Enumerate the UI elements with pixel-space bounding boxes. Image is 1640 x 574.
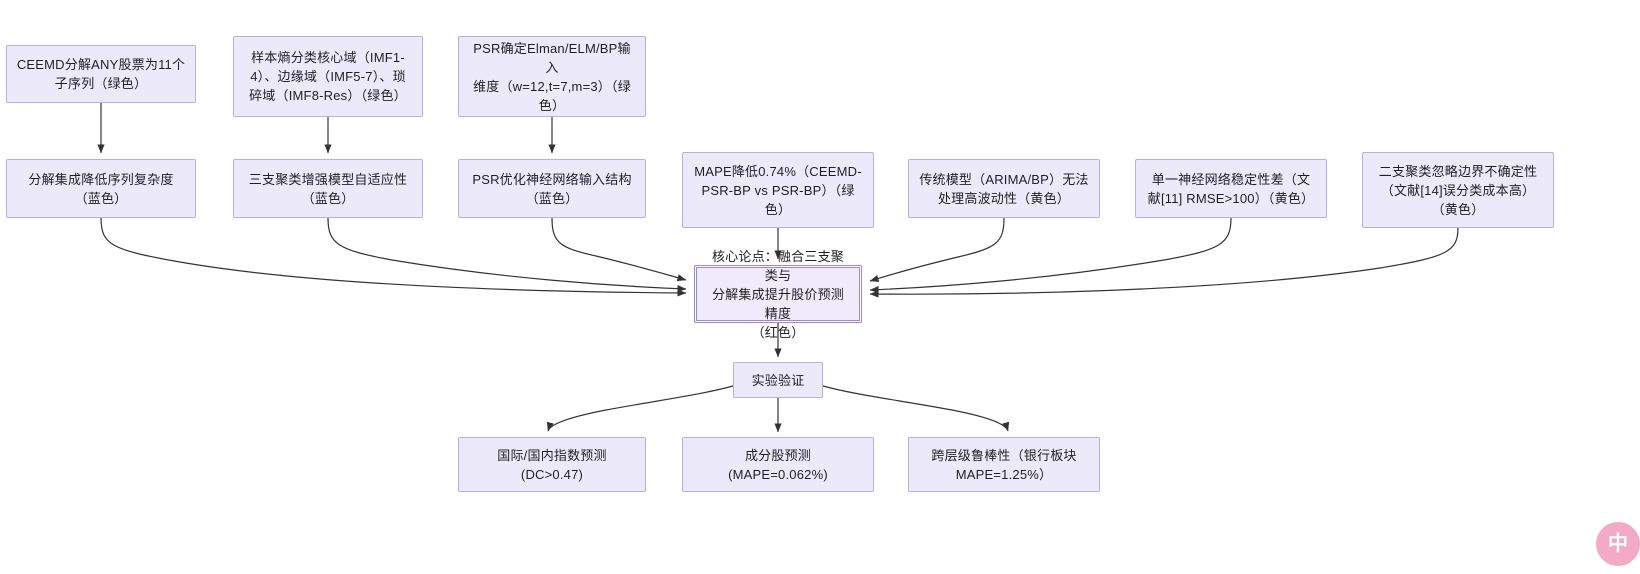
node-label: 跨层级鲁棒性（银行板块 MAPE=1.25%） [931,447,1077,482]
watermark-text: 中 [1608,533,1628,555]
edge-n10-core [869,227,1459,298]
node-label: PSR确定Elman/ELM/BP输入 维度（w=12,t=7,m=3）（绿 色… [473,40,631,113]
edge-n6-core [551,217,687,282]
node-experimental-validation[interactable]: 实验验证 [733,362,823,398]
watermark-badge: 中 [1596,522,1640,566]
node-label: 分解集成降低序列复杂度 （蓝色） [28,171,174,206]
node-label: 传统模型（ARIMA/BP）无法 处理高波动性（黄色） [919,171,1089,206]
edge-n4-core [100,217,687,297]
node-label: 三支聚类增强模型自适应性 （蓝色） [248,171,408,206]
node-label: PSR优化神经网络输入结构 （蓝色） [472,171,632,206]
node-core-thesis[interactable]: 核心论点：融合三支聚类与 分解集成提升股价预测精度 （红色） [694,249,862,340]
node-decomposition-reduces-complexity[interactable]: 分解集成降低序列复杂度 （蓝色） [6,159,196,218]
node-psr-input-dimension[interactable]: PSR确定Elman/ELM/BP输入 维度（w=12,t=7,m=3）（绿 色… [458,36,646,117]
edge-n11-n12 [546,385,734,432]
node-label: 核心论点：融合三支聚类与 分解集成提升股价预测精度 （红色） [711,248,844,340]
node-sample-entropy-classification[interactable]: 样本熵分类核心域（IMF1- 4）、边缘域（IMF5-7）、琐 碎域（IMF8-… [233,36,423,117]
node-label: CEEMD分解ANY股票为11个 子序列（绿色） [16,57,186,91]
node-label: 二支聚类忽略边界不确定性 （文献[14]误分类成本高） （黄色） [1378,163,1538,217]
node-two-way-clustering-boundary[interactable]: 二支聚类忽略边界不确定性 （文献[14]误分类成本高） （黄色） [1362,152,1554,228]
edge-n8-core [869,217,1005,282]
node-mape-reduction[interactable]: MAPE降低0.74%（CEEMD- PSR-BP vs PSR-BP）（绿 色… [682,152,874,228]
edge-n5-core [327,217,687,293]
node-label: 单一神经网络稳定性差（文 献[11] RMSE>100）（黄色） [1147,171,1315,206]
node-ceemd-decomposition[interactable]: CEEMD分解ANY股票为11个 子序列（绿色） [6,45,196,103]
node-cross-level-robustness[interactable]: 跨层级鲁棒性（银行板块 MAPE=1.25%） [908,437,1100,492]
node-psr-optimizes-network-structure[interactable]: PSR优化神经网络输入结构 （蓝色） [458,159,646,218]
node-three-way-clustering-adaptivity[interactable]: 三支聚类增强模型自适应性 （蓝色） [233,159,423,218]
node-single-network-instability[interactable]: 单一神经网络稳定性差（文 献[11] RMSE>100）（黄色） [1135,159,1327,218]
node-label: 成分股预测 (MAPE=0.062%) [728,447,828,482]
node-label: MAPE降低0.74%（CEEMD- PSR-BP vs PSR-BP）（绿 色… [694,163,862,217]
node-traditional-model-limitation[interactable]: 传统模型（ARIMA/BP）无法 处理高波动性（黄色） [908,159,1100,218]
edge-n11-n14 [822,385,1010,432]
node-constituent-stock-prediction[interactable]: 成分股预测 (MAPE=0.062%) [682,437,874,492]
node-index-prediction[interactable]: 国际/国内指数预测 (DC>0.47) [458,437,646,492]
node-label: 实验验证 [751,372,805,388]
node-label: 国际/国内指数预测 (DC>0.47) [497,447,607,482]
edge-n9-core [869,217,1232,294]
node-label: 样本熵分类核心域（IMF1- 4）、边缘域（IMF5-7）、琐 碎域（IMF8-… [249,50,407,103]
